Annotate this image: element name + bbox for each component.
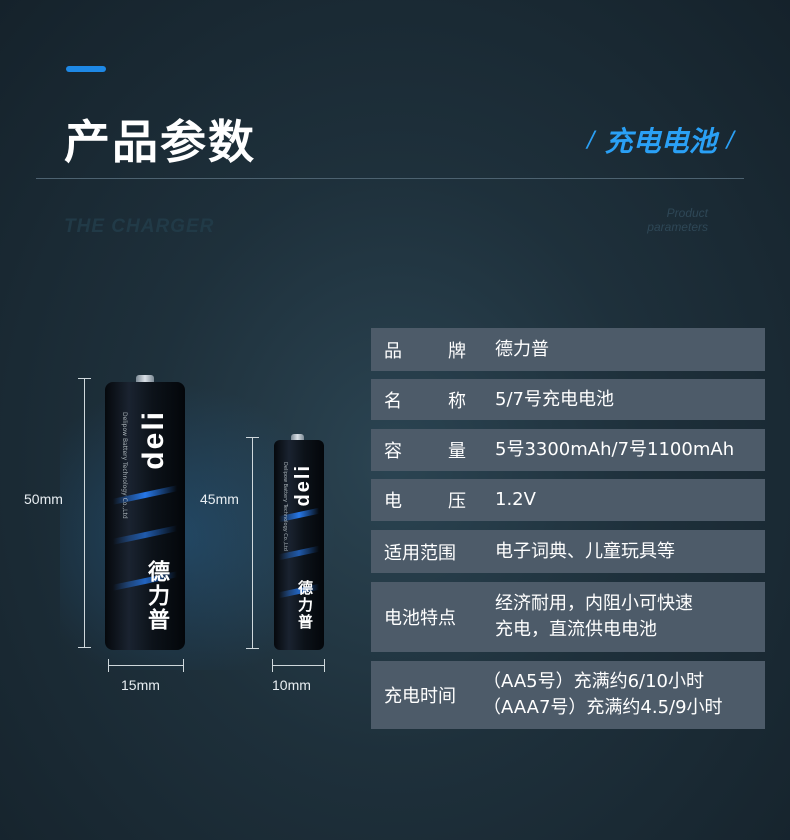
english-watermark: THE CHARGER <box>64 216 215 237</box>
aaa-brand-logo: deli <box>292 464 314 507</box>
aaa-height-line <box>252 437 253 649</box>
aa-width-tick-right <box>183 659 184 672</box>
aa-height-line <box>84 378 85 648</box>
slash-right: / <box>726 127 734 153</box>
aa-width-label: 15mm <box>121 677 160 693</box>
page-title: 产品参数 <box>64 115 256 169</box>
spec-label-char: 量 <box>448 441 466 462</box>
header-divider <box>36 178 744 179</box>
spec-label-char: 电 <box>384 491 402 512</box>
aaa-small-print: Delipow Battery Technology Co.,Ltd <box>282 462 288 551</box>
aaa-battery-cap <box>291 434 304 441</box>
spec-row-name: 名称 5/7号充电电池 <box>371 379 765 420</box>
aa-width-tick-left <box>108 659 109 672</box>
spec-row-features: 电池特点 经济耐用，内阻小可快速 充电，直流供电电池 <box>371 582 765 652</box>
aaa-height-tick-top <box>246 437 259 438</box>
aa-height-tick-top <box>78 378 91 379</box>
aa-battery-cap <box>136 375 154 383</box>
aaa-height-label: 45mm <box>200 491 239 507</box>
spec-label-name: 名称 <box>384 387 466 413</box>
spec-row-usage: 适用范围 电子词典、儿童玩具等 <box>371 530 765 573</box>
spec-label-char: 名 <box>384 390 402 412</box>
slash-left: / <box>587 127 595 153</box>
spec-label-charge-time: 充电时间 <box>384 686 456 707</box>
spec-row-charge-time: 充电时间 （AA5号）充满约6/10小时 （AAA7号）充满约4.5/9小时 <box>371 661 765 729</box>
aaa-height-tick-bottom <box>246 648 259 649</box>
aa-small-print: Delipow Battery Technology Co.,Ltd <box>121 412 128 519</box>
aaa-width-line <box>272 665 325 666</box>
spec-value-voltage: 1.2V <box>495 489 536 510</box>
aa-battery: Delipow Battery Technology Co.,Ltd deli … <box>105 382 185 650</box>
english-caption-line2: parameters <box>647 220 708 234</box>
spec-label-char: 称 <box>448 390 466 412</box>
spec-row-brand: 品牌 德力普 <box>371 328 765 371</box>
spec-label-capacity: 容量 <box>384 437 466 463</box>
spec-value-brand: 德力普 <box>495 338 549 360</box>
spec-value-name: 5/7号充电电池 <box>495 388 614 410</box>
subtitle-text: 充电电池 <box>604 125 717 158</box>
accent-bar <box>66 66 106 72</box>
spec-label-features: 电池特点 <box>384 608 456 629</box>
spec-label-char: 压 <box>448 491 466 512</box>
aaa-battery: Delipow Battery Technology Co.,Ltd deli … <box>274 440 324 650</box>
spec-value-capacity: 5号3300mAh/7号1100mAh <box>495 439 735 460</box>
aa-brand-cn: 德力普 <box>145 560 170 632</box>
spec-label-char: 品 <box>384 340 402 362</box>
spec-value-features: 经济耐用，内阻小可快速 充电，直流供电电池 <box>495 593 693 640</box>
aa-streak-2 <box>113 525 177 545</box>
subtitle: / 充电电池 / <box>587 120 734 160</box>
spec-label-char: 容 <box>384 441 402 462</box>
spec-value-usage: 电子词典、儿童玩具等 <box>495 540 675 562</box>
aa-height-tick-bottom <box>78 647 91 648</box>
aa-brand-logo: deli <box>137 410 170 470</box>
aaa-brand-cn: 德力普 <box>296 580 313 631</box>
aa-height-label: 50mm <box>24 491 63 507</box>
spec-value-charge-time: （AA5号）充满约6/10小时 （AAA7号）充满约4.5/9小时 <box>483 671 723 718</box>
spec-label-brand: 品牌 <box>384 337 466 363</box>
aaa-width-label: 10mm <box>272 677 311 693</box>
spec-label-char: 牌 <box>448 340 466 362</box>
aaa-width-tick-left <box>272 659 273 672</box>
spec-row-capacity: 容量 5号3300mAh/7号1100mAh <box>371 429 765 471</box>
english-caption-line1: Product <box>666 206 708 220</box>
aa-width-line <box>108 665 184 666</box>
spec-label-voltage: 电压 <box>384 487 466 513</box>
english-caption: Product parameters <box>647 206 708 234</box>
spec-label-usage: 适用范围 <box>384 542 456 564</box>
spec-row-voltage: 电压 1.2V <box>371 479 765 521</box>
aaa-width-tick-right <box>324 659 325 672</box>
